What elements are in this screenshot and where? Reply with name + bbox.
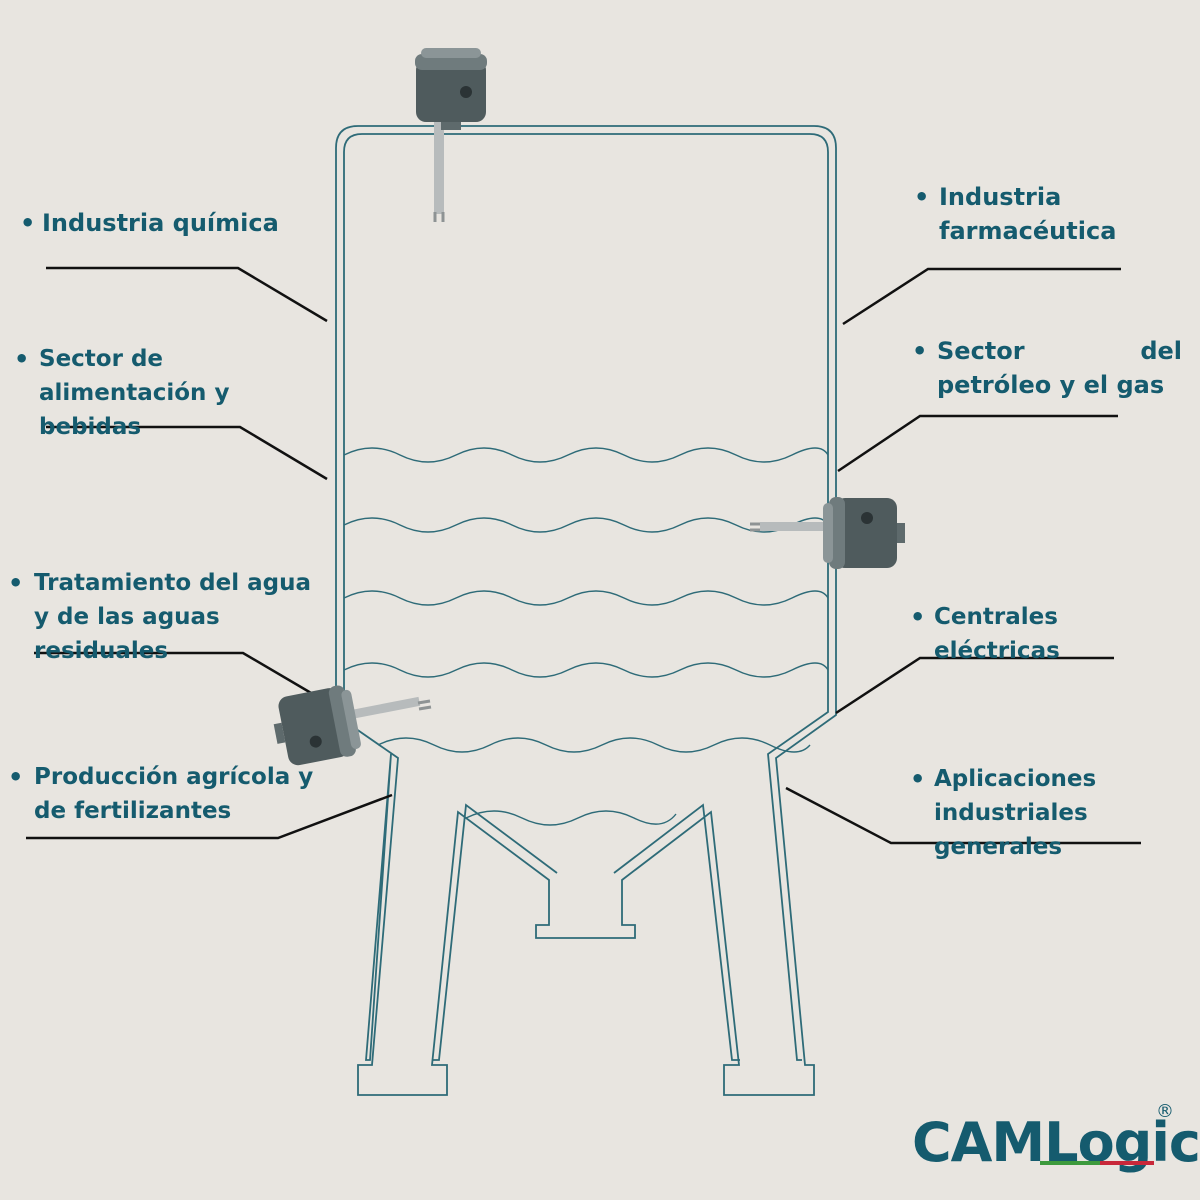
label-produccion-agricola: • Producción agrícola y de fertilizantes — [8, 760, 330, 828]
leader-line-agua — [34, 651, 324, 702]
leader-line-petroleo — [837, 414, 1118, 473]
label-industria-farmaceutica: • Industria farmacéutica — [914, 180, 1124, 248]
label-tratamiento-agua: • Tratamiento del agua y de las aguas re… — [8, 566, 330, 668]
bullet-icon: • — [910, 603, 926, 631]
label-aplicaciones-industriales: • Aplicaciones industriales generales — [910, 762, 1196, 864]
leader-line-farmaceutica — [842, 267, 1121, 326]
bullet-icon: • — [8, 763, 24, 791]
bullet-icon: • — [910, 765, 926, 793]
top-level-sensor — [415, 48, 487, 222]
leader-line-centrales — [835, 656, 1114, 715]
bullet-icon: • — [14, 345, 30, 373]
leader-line-industria-quimica — [46, 266, 328, 323]
bullet-icon: • — [912, 337, 928, 365]
logo-underline-green — [1040, 1161, 1100, 1165]
leader-lines — [26, 266, 1141, 845]
liquid-waves — [343, 447, 829, 826]
tank-inner-wall — [343, 133, 829, 1061]
leader-line-aplicaciones — [785, 786, 1141, 845]
label-centrales-electricas: • Centrales eléctricas — [910, 600, 1190, 668]
registered-mark: ® — [1156, 1101, 1174, 1122]
camlogic-logo: CAMLogic ® — [912, 1102, 1200, 1178]
tank-outer-wall — [335, 125, 837, 1096]
bullet-icon: • — [914, 183, 930, 211]
bullet-icon: • — [8, 569, 24, 597]
label-petroleo-gas: • Sector del petróleo y el gas — [912, 334, 1182, 402]
label-industria-quimica: • Industria química — [20, 206, 320, 240]
leader-line-agricola — [26, 793, 393, 840]
label-alimentacion-bebidas: • Sector de alimentación y bebidas — [14, 342, 330, 444]
logo-underline-red — [1100, 1161, 1154, 1165]
leader-line-alimentacion — [46, 425, 328, 481]
side-level-sensor-left — [268, 683, 432, 770]
bullet-icon: • — [20, 209, 36, 237]
side-level-sensor-right — [750, 497, 905, 569]
